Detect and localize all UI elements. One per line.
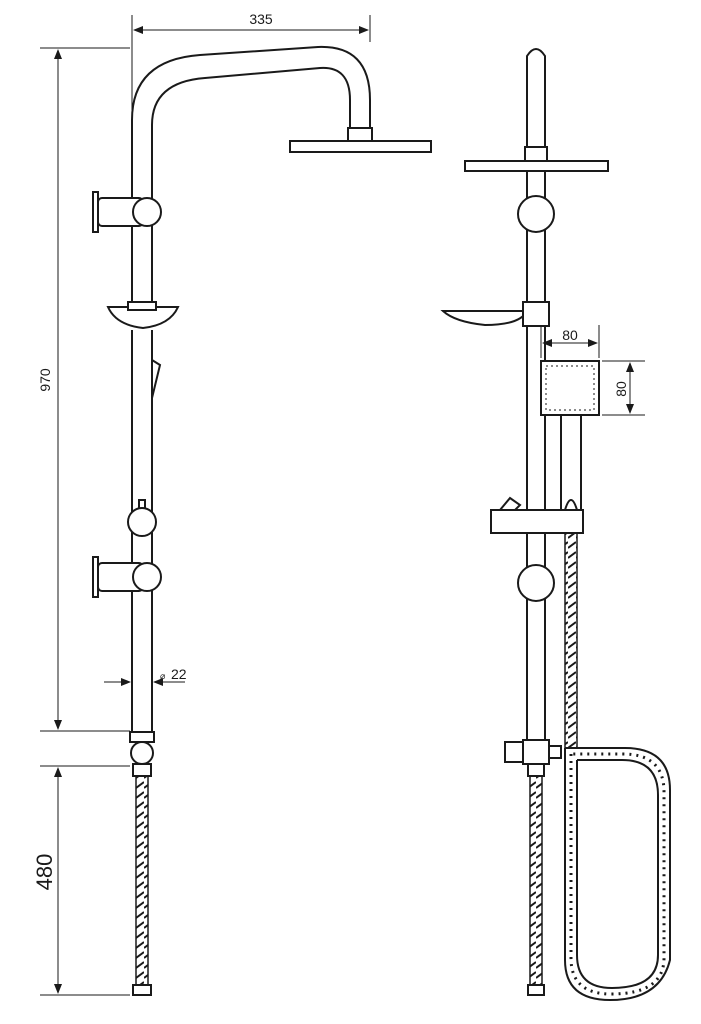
- slider: [127, 507, 157, 537]
- holder-lever: [151, 358, 162, 399]
- dim-hose-height: 480: [32, 854, 57, 891]
- dim-handshower-height: 80: [613, 381, 629, 397]
- wall-bracket-bottom: [132, 562, 162, 592]
- side-view: [92, 45, 432, 996]
- soap-dish-front: [440, 310, 529, 327]
- dim-pipe-diameter: 22: [171, 666, 187, 682]
- slider-holder: [490, 509, 584, 534]
- head-connector: [347, 127, 373, 142]
- dimensions-right: 80 80: [540, 325, 645, 416]
- diameter-symbol: ⌀: [160, 671, 166, 681]
- front-view: [440, 48, 671, 1002]
- hose-loop-outer: [564, 747, 671, 1002]
- hand-shower: [540, 360, 600, 416]
- rain-shower-head: [289, 140, 432, 153]
- diverter: [130, 741, 154, 765]
- dim-column-height: 970: [37, 368, 53, 392]
- wall-bracket-bottom-front: [517, 564, 555, 602]
- dimensions-left: 335 970 480 ⌀ 22: [32, 11, 371, 996]
- dim-handshower-width: 80: [562, 327, 578, 343]
- shower-arm: [131, 45, 371, 305]
- dim-arm-reach: 335: [249, 11, 273, 27]
- wall-bracket-top-front: [517, 195, 555, 233]
- diverter-knob: [504, 741, 524, 763]
- rain-shower-head-front: [464, 160, 609, 172]
- wall-bracket-top: [132, 197, 162, 227]
- soap-dish: [106, 306, 180, 330]
- hose-left: [135, 775, 149, 987]
